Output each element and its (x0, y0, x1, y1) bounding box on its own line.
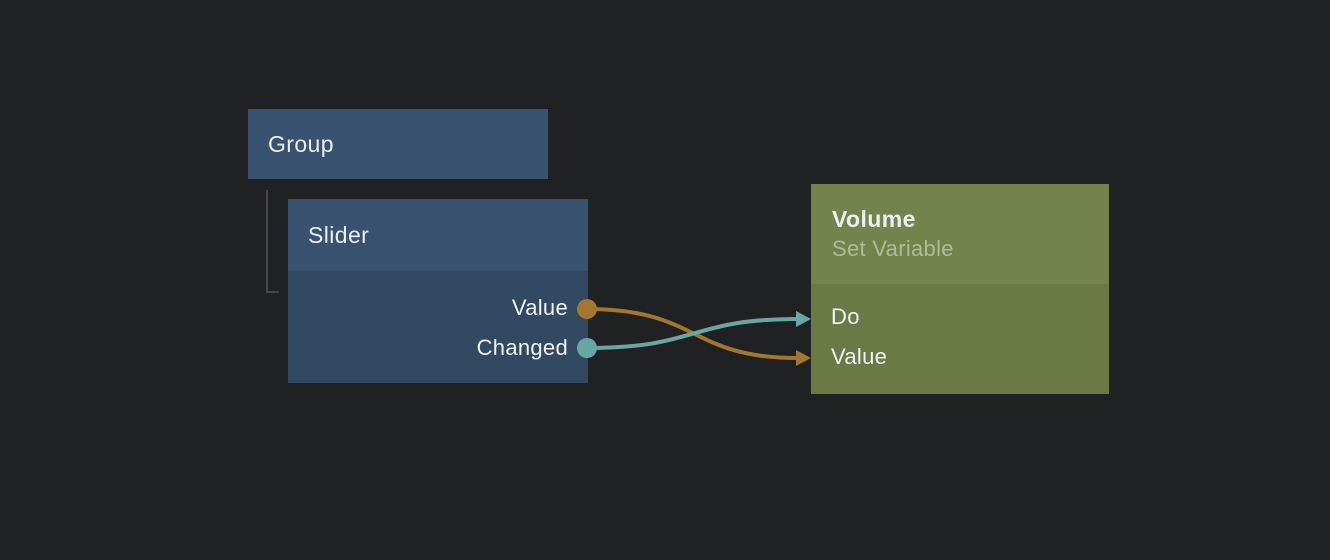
wire-changed-to-do[interactable] (585, 317, 800, 350)
node-group-header[interactable]: Group (248, 109, 548, 179)
port-label: Do (831, 304, 860, 329)
node-volume[interactable]: Volume Set Variable Do Value (811, 184, 1109, 394)
node-slider-body: Value Changed (288, 271, 588, 383)
node-slider-header[interactable]: Slider (288, 199, 588, 271)
node-group-title: Group (268, 130, 334, 157)
wire-changed-arrowhead-icon (796, 311, 811, 327)
group-child-link-line (266, 190, 279, 293)
node-volume-subtitle: Set Variable (832, 236, 954, 261)
port-label: Value (511, 295, 568, 320)
node-slider-title: Slider (308, 221, 370, 248)
port-slider-value-output[interactable]: Value (288, 288, 588, 328)
node-volume-body: Do Value (811, 284, 1109, 394)
port-volume-do-input[interactable]: Do (811, 297, 1109, 337)
wire-value-arrowhead-icon (796, 350, 811, 366)
port-label: Value (831, 344, 888, 369)
wire-value-to-value[interactable] (585, 307, 800, 360)
port-label: Changed (476, 335, 568, 360)
port-volume-value-input[interactable]: Value (811, 337, 1109, 377)
node-volume-title: Volume (832, 206, 916, 232)
node-volume-header[interactable]: Volume Set Variable (811, 184, 1109, 284)
node-slider[interactable]: Slider Value Changed (288, 199, 588, 383)
node-group[interactable]: Group (248, 109, 548, 179)
port-slider-changed-output[interactable]: Changed (288, 328, 588, 368)
